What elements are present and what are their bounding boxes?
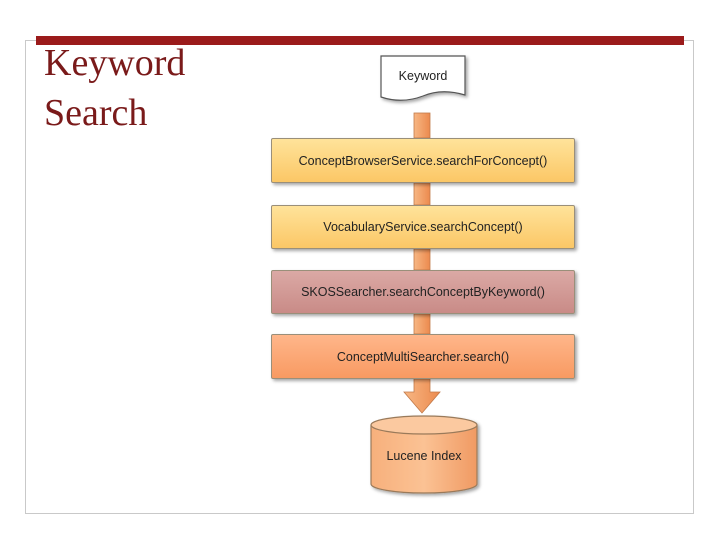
database-cylinder (370, 415, 478, 494)
step-concept-multi-searcher: ConceptMultiSearcher.search() (271, 334, 575, 379)
slide-title-line-1: Keyword (44, 42, 186, 84)
step-concept-browser-service: ConceptBrowserService.searchForConcept() (271, 138, 575, 183)
connector-step2-to-step3 (413, 248, 431, 271)
connector-step1-to-step2 (413, 182, 431, 206)
lucene-index-label: Lucene Index (386, 449, 462, 463)
step-vocabulary-service: VocabularyService.searchConcept() (271, 205, 575, 249)
document-shape (380, 55, 466, 101)
arrow-step4-to-index (403, 378, 441, 414)
connector-doc-to-step1 (413, 112, 431, 139)
slide-title-line-2: Search (44, 92, 148, 134)
title-bar (36, 36, 684, 45)
slide-title: Keyword Search (44, 38, 185, 138)
keyword-document-label: Keyword (398, 69, 448, 83)
connector-step3-to-step4 (413, 313, 431, 335)
step-skos-searcher: SKOSSearcher.searchConceptByKeyword() (271, 270, 575, 314)
